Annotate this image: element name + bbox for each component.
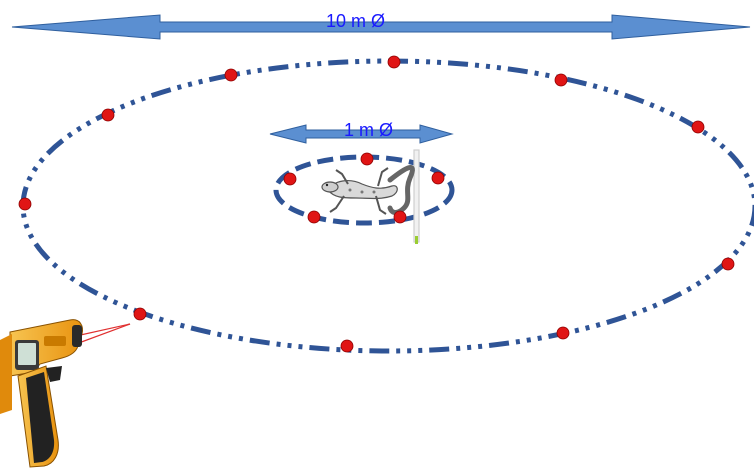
inner-sensor-points [283,152,445,224]
sensor-point [340,339,354,353]
sensor-point [393,210,407,224]
sensor-point [101,108,115,122]
sensor-point [691,120,705,134]
sensor-point [224,68,238,82]
sensor-point [387,55,401,69]
sensor-point [18,197,32,211]
outer-diameter-arrow [11,14,751,40]
infrared-thermometer-icon [0,319,131,468]
lizard-icon [321,149,420,244]
inner-diameter-arrow [269,124,454,144]
sensor-point [133,307,147,321]
inner-diameter-label: 1 m Ø [344,120,394,140]
sensor-point [556,326,570,340]
outer-diameter-label: 10 m Ø [326,11,386,31]
sensor-point [554,73,568,87]
sensor-point [283,172,297,186]
sensor-point [360,152,374,166]
sensor-point [307,210,321,224]
outer-sensor-points [18,55,735,353]
sensor-point [721,257,735,271]
sensor-point [431,171,445,185]
